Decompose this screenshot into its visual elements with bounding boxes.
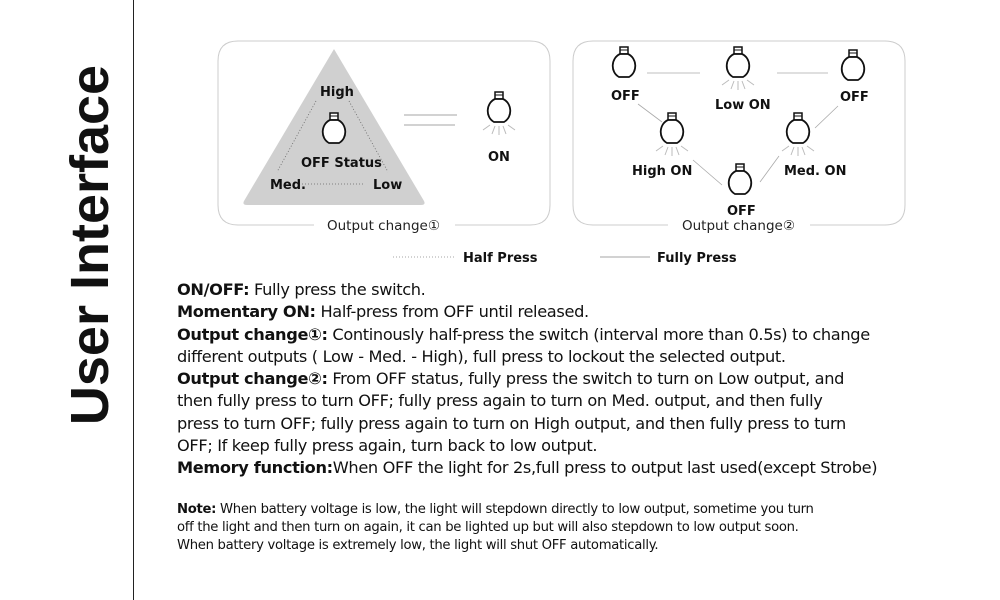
legend-fully-press: Fully Press: [657, 251, 737, 266]
instructions: ON/OFF: Fully press the switch. Momentar…: [177, 279, 878, 480]
label-high-on: High ON: [632, 164, 692, 179]
onoff-line: ON/OFF: Fully press the switch.: [177, 280, 426, 299]
output-change-2-line-4: OFF; If keep fully press again, turn bac…: [177, 436, 598, 456]
label-med: Med.: [270, 178, 306, 193]
legend: Half Press Fully Press: [393, 251, 737, 266]
output-change-1-line: Output change①: Continously half-press t…: [177, 324, 870, 344]
label-off-2: OFF: [840, 90, 869, 105]
label-low: Low: [373, 178, 402, 193]
label-off-3: OFF: [727, 204, 756, 219]
note: Note: When battery voltage is low, the l…: [177, 502, 814, 553]
momentary-line: Momentary ON: Half-press from OFF until …: [177, 302, 589, 322]
bulb-on-icon: [486, 91, 512, 123]
label-off-1: OFF: [611, 89, 640, 104]
output-change-2-line-2: then fully press to turn OFF; fully pres…: [177, 391, 823, 411]
output-change-2-panel: OFF Low ON OFF High ON Med. ON OFF Outpu…: [572, 40, 906, 234]
legend-half-press: Half Press: [463, 251, 538, 266]
label-high: High: [320, 85, 354, 100]
note-line-3: When battery voltage is extremely low, t…: [177, 538, 659, 553]
label-on: ON: [488, 150, 510, 165]
caption-output-change-1: Output change①: [327, 218, 440, 234]
label-med-on: Med. ON: [784, 164, 846, 179]
output-change-1-line-2: different outputs ( Low - Med. - High), …: [177, 346, 786, 366]
output-change-2-line-3: press to turn OFF; fully press again to …: [177, 413, 846, 433]
output-change-2-line: Output change②: From OFF status, fully p…: [177, 369, 845, 389]
label-off-status: OFF Status: [301, 156, 382, 171]
caption-output-change-2: Output change②: [682, 218, 795, 234]
divider: [133, 0, 134, 600]
output-change-1-panel: High OFF Status Med. Low ON Output chang…: [217, 40, 551, 234]
label-low-on: Low ON: [715, 98, 771, 113]
memory-line: Memory function:When OFF the light for 2…: [177, 458, 878, 478]
diagram: High OFF Status Med. Low ON Output chang…: [217, 40, 906, 266]
note-line-2: off the light and then turn on again, it…: [177, 520, 799, 535]
